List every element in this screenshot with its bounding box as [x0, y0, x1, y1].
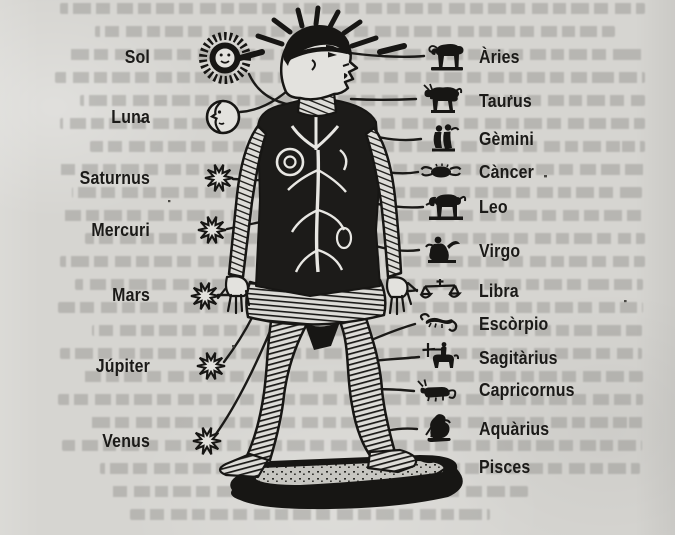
label-luna: Luna [111, 106, 150, 127]
aries-ram-icon [428, 43, 465, 72]
leo-lion-icon [425, 193, 467, 221]
ghost-text-line [62, 440, 642, 451]
aquarius-waterbearer-icon [425, 413, 452, 443]
mercuri-starburst-icon [196, 215, 228, 245]
label-taurus: Taurus [479, 90, 532, 111]
label-aquarius: Aquàrius [479, 418, 550, 439]
zodiac-man-figure [216, 5, 463, 510]
mars-starburst-icon [189, 281, 221, 311]
jupiter-starburst-icon [195, 351, 227, 381]
cancer-crab-icon [420, 162, 462, 179]
ghost-text-line [95, 26, 615, 37]
label-virgo: Virgo [479, 240, 521, 261]
virgo-maiden-icon [425, 235, 461, 264]
capricorn-goat-icon [417, 378, 457, 403]
sagittarius-archer-icon [421, 341, 460, 370]
label-libra: Libra [479, 280, 519, 301]
label-mars: Mars [112, 284, 150, 305]
libra-scales-icon [419, 277, 461, 299]
scan-noise [140, 95, 627, 348]
label-sol: Sol [124, 46, 150, 67]
label-pisces: Pisces [479, 456, 531, 477]
label-cancer: Càncer [479, 161, 534, 182]
label-capricornus: Capricornus [479, 379, 575, 400]
label-aries: Àries [479, 46, 520, 67]
gemini-twins-icon [431, 123, 460, 153]
label-leo: Leo [479, 196, 508, 217]
sun-icon [199, 32, 251, 84]
ghost-text-line [130, 509, 490, 520]
saturnus-starburst-icon [203, 163, 235, 193]
label-mercuri: Mercuri [91, 219, 150, 240]
label-jupiter: Júpiter [95, 355, 150, 376]
label-venus: Venus [102, 430, 150, 451]
moon-icon [205, 99, 241, 135]
label-gemini: Gèmini [479, 128, 534, 149]
label-sagitarius: Sagitàrius [479, 347, 558, 368]
scorpio-scorpion-icon [419, 312, 458, 332]
ghost-text-line [60, 3, 645, 14]
label-escorpio: Escòrpio [479, 313, 549, 334]
label-saturnus: Saturnus [79, 167, 150, 188]
taurus-bull-icon [423, 83, 463, 114]
